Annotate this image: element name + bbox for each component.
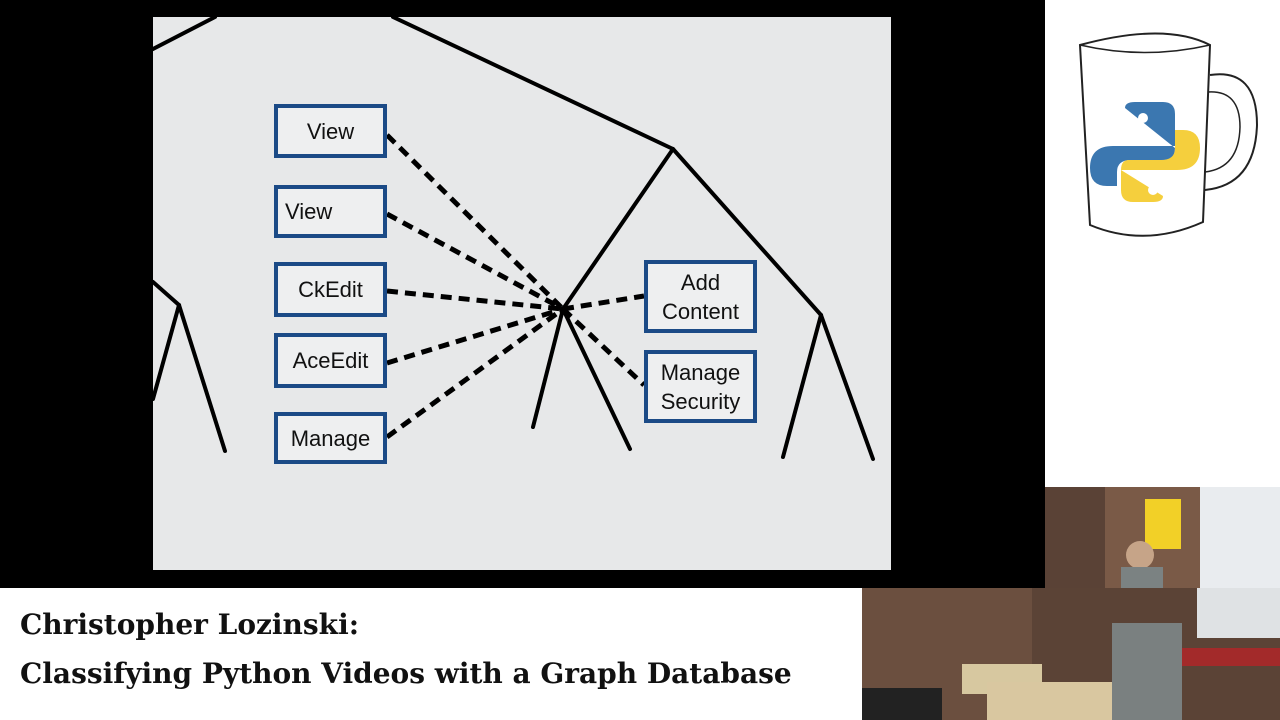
tree-edge	[531, 307, 565, 429]
node-view-1: View	[274, 104, 387, 158]
tree-edge	[153, 280, 181, 307]
graph-diagram	[153, 17, 875, 461]
tree-edge	[561, 307, 632, 451]
node-view-2: View	[274, 185, 387, 238]
dashed-link	[385, 211, 565, 312]
dashed-link	[385, 306, 565, 440]
talk-title: Classifying Python Videos with a Graph D…	[20, 657, 792, 690]
tree-edge	[153, 17, 217, 51]
conference-branding	[1045, 0, 1280, 487]
presentation-stage: View View CkEdit AceEdit Manage Add Cont…	[153, 17, 891, 570]
tree-edge	[177, 303, 227, 453]
speaker-scene	[862, 588, 1280, 720]
tree-edge	[391, 17, 675, 151]
dashed-link	[386, 306, 564, 366]
node-aceedit: AceEdit	[274, 333, 387, 388]
tree-edge	[671, 147, 823, 317]
tree-edge	[561, 147, 675, 311]
python-mug-logo	[1078, 32, 1259, 237]
node-manage: Manage	[274, 412, 387, 464]
dashed-link	[386, 288, 564, 312]
dashed-link	[562, 293, 645, 312]
tree-edge	[819, 313, 875, 461]
node-add-content: Add Content	[644, 260, 757, 333]
camera-view-speaker	[862, 588, 1280, 720]
node-manage-security: Manage Security	[644, 350, 757, 423]
dashed-link	[561, 307, 646, 387]
lower-third-caption: Christopher Lozinski: Classifying Python…	[0, 588, 862, 720]
camera-scene	[1045, 487, 1280, 588]
speaker-name: Christopher Lozinski:	[20, 608, 360, 641]
slide: View View CkEdit AceEdit Manage Add Cont…	[153, 17, 891, 570]
tree-edge	[781, 313, 823, 459]
tree-edge	[153, 303, 181, 401]
dashed-link	[385, 133, 565, 311]
camera-view-slide-screen	[1045, 487, 1280, 588]
node-ckedit: CkEdit	[274, 262, 387, 317]
